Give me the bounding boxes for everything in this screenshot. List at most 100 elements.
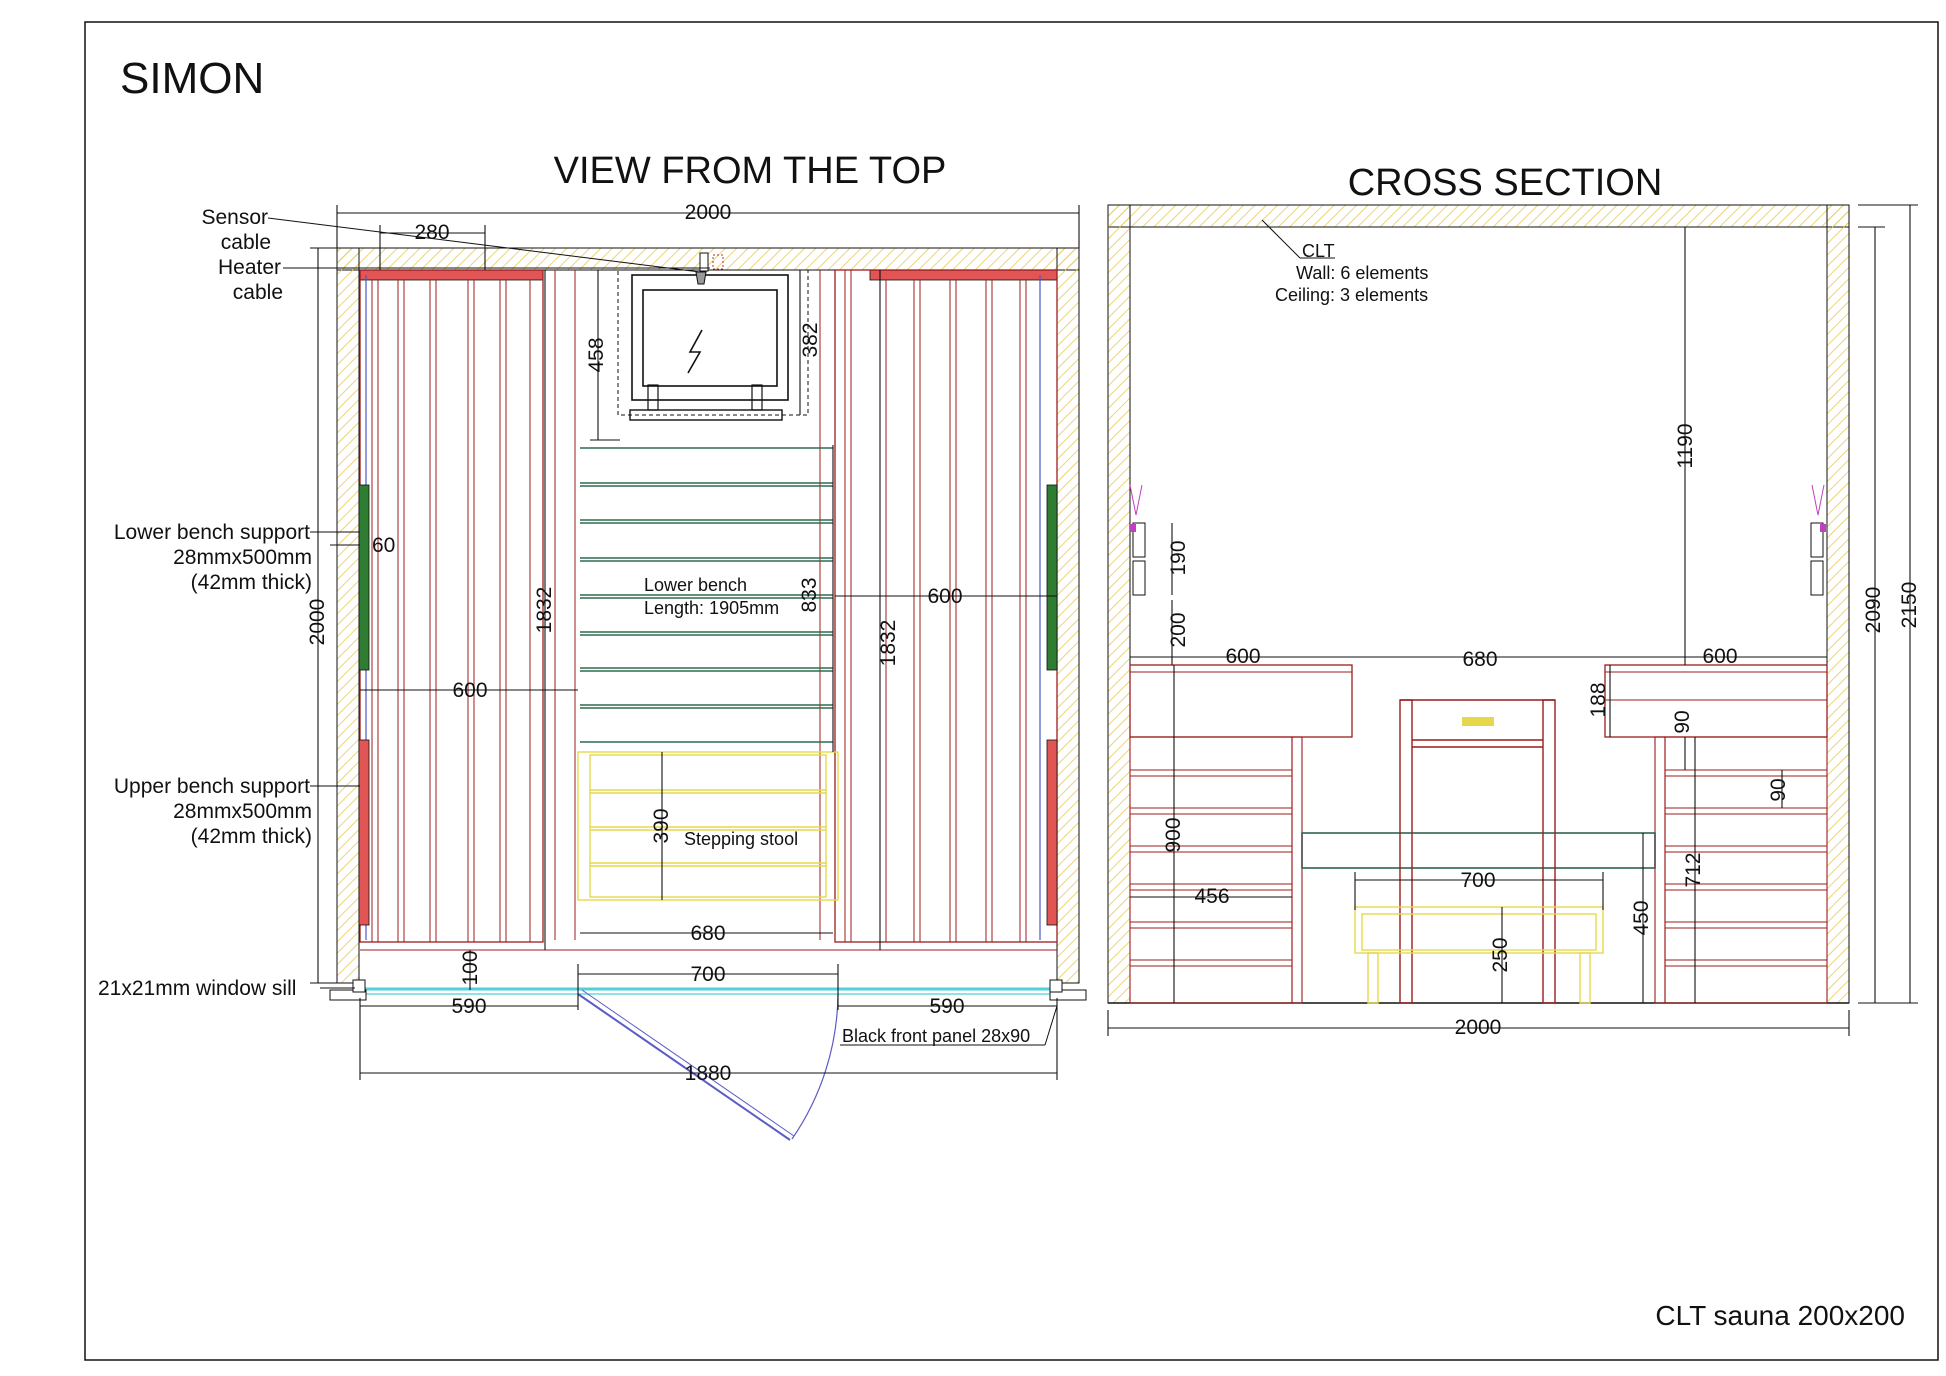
cs-dim-2090: 2090	[1862, 587, 1885, 634]
front-post-right	[1049, 979, 1063, 993]
cs-dim-188: 188	[1587, 682, 1610, 717]
top-dim-lines	[310, 205, 1080, 1080]
heater-body	[631, 274, 789, 401]
sill-right	[1049, 989, 1087, 1001]
cs-dim-600-right: 600	[1702, 645, 1737, 668]
dim-590-right: 590	[929, 995, 964, 1018]
label-upper-support-1: Upper bench support	[114, 775, 310, 798]
dim-280: 280	[414, 221, 449, 244]
lower-support-right	[1046, 484, 1058, 671]
cs-wall-left	[1107, 204, 1131, 1004]
cs-upper-bench-right	[1604, 664, 1828, 738]
cs-lower-stack-right	[1654, 736, 1828, 1004]
heater-connector	[699, 252, 709, 272]
label-window-sill: 21x21mm window sill	[98, 977, 296, 1000]
cs-dim-712: 712	[1682, 852, 1705, 887]
cs-dim-900: 900	[1162, 817, 1185, 852]
cs-heater-indicator	[1462, 717, 1494, 726]
heater-foot-right	[751, 384, 763, 411]
cs-dim-lines	[1107, 204, 1918, 1036]
dim-382: 382	[799, 322, 822, 357]
heater	[617, 252, 809, 421]
cs-support-right	[1810, 484, 1826, 596]
dim-390: 390	[650, 808, 673, 843]
cs-lower-stack-left	[1129, 736, 1303, 1004]
cs-clt-leader	[1261, 219, 1301, 259]
cs-dim-90-lower: 90	[1767, 778, 1790, 801]
cross-section: CROSS SECTION	[1107, 162, 1921, 1039]
dim-458: 458	[585, 337, 608, 372]
right-bench-top-edge	[869, 269, 1058, 281]
sheet-footer: CLT sauna 200x200	[1655, 1300, 1905, 1331]
sill-left	[329, 989, 367, 1001]
cs-middle-bench	[1301, 832, 1656, 869]
top-view: VIEW FROM THE TOP	[98, 150, 1087, 1141]
cs-wall-ceiling	[1107, 204, 1850, 228]
cs-dim-700: 700	[1460, 869, 1495, 892]
label-stepping-stool: Stepping stool	[684, 829, 798, 849]
label-upper-support-2: 28mmx500mm	[173, 800, 312, 823]
cs-upper-bench-left	[1129, 664, 1353, 738]
label-sensor-1: Sensor	[201, 206, 268, 229]
dim-680-top: 680	[690, 922, 725, 945]
upper-support-left	[358, 739, 370, 926]
dim-600-left: 600	[452, 679, 487, 702]
cs-heater-frame	[1399, 699, 1556, 1004]
dim-60: 60	[372, 534, 395, 557]
heater-inner	[642, 289, 778, 387]
cs-dim-1190: 1190	[1674, 423, 1697, 468]
lower-bench-slats	[580, 447, 833, 743]
middle-guides	[554, 270, 836, 940]
cs-dim-680: 680	[1462, 648, 1497, 671]
cs-label-ceiling: Ceiling: 3 elements	[1275, 285, 1428, 305]
cs-dim-200: 200	[1167, 612, 1190, 647]
label-lower-support-3: (42mm thick)	[191, 571, 312, 594]
cross-section-title: CROSS SECTION	[1348, 162, 1663, 204]
front-post-left	[352, 979, 366, 993]
dim-2000-side: 2000	[306, 599, 329, 646]
label-heater-2: cable	[233, 281, 283, 304]
cs-dim-456: 456	[1194, 885, 1229, 908]
dim-2000-top: 2000	[685, 201, 732, 224]
cs-dim-90-upper: 90	[1671, 710, 1694, 733]
label-upper-support-3: (42mm thick)	[191, 825, 312, 848]
cs-dim-250: 250	[1489, 937, 1512, 972]
top-view-title: VIEW FROM THE TOP	[554, 150, 947, 192]
cs-dim-2000: 2000	[1455, 1016, 1502, 1039]
top-leaders	[267, 217, 1058, 1046]
sheet-name: SIMON	[120, 54, 264, 103]
label-lower-bench-2: Length: 1905mm	[644, 598, 779, 618]
dim-1832-left: 1832	[533, 587, 556, 634]
lightning-icon	[687, 329, 703, 374]
cs-dim-600-left: 600	[1225, 645, 1260, 668]
top-wall-left	[336, 247, 360, 984]
heater-clearance	[617, 269, 809, 416]
door-leaf-b	[581, 989, 795, 1137]
label-heater-1: Heater	[218, 256, 281, 279]
cs-label-clt: CLT	[1302, 241, 1335, 261]
upper-support-right	[1046, 739, 1058, 926]
cs-label-wall: Wall: 6 elements	[1296, 263, 1428, 283]
heater-base	[629, 409, 783, 421]
cs-support-left	[1129, 484, 1146, 596]
label-lower-support-2: 28mmx500mm	[173, 546, 312, 569]
heater-connector-b	[712, 254, 724, 270]
door-swing-arc	[791, 993, 839, 1140]
stepping-stool	[577, 751, 839, 901]
sensor-plug-icon	[695, 271, 707, 285]
label-front-panel: Black front panel 28x90	[842, 1026, 1030, 1046]
cs-dim-190: 190	[1167, 540, 1190, 575]
dim-100: 100	[459, 950, 482, 985]
label-lower-support-1: Lower bench support	[114, 521, 310, 544]
dim-1880: 1880	[685, 1062, 732, 1085]
dim-700-door: 700	[690, 963, 725, 986]
left-bench	[359, 269, 544, 943]
dim-833: 833	[798, 577, 821, 612]
cs-stool	[1354, 906, 1604, 1004]
left-bench-slats	[371, 280, 531, 942]
cs-dim-450: 450	[1630, 900, 1653, 935]
cs-wall-right	[1826, 204, 1850, 1004]
sheet-border	[84, 21, 1939, 1361]
door-leaf	[577, 993, 791, 1141]
